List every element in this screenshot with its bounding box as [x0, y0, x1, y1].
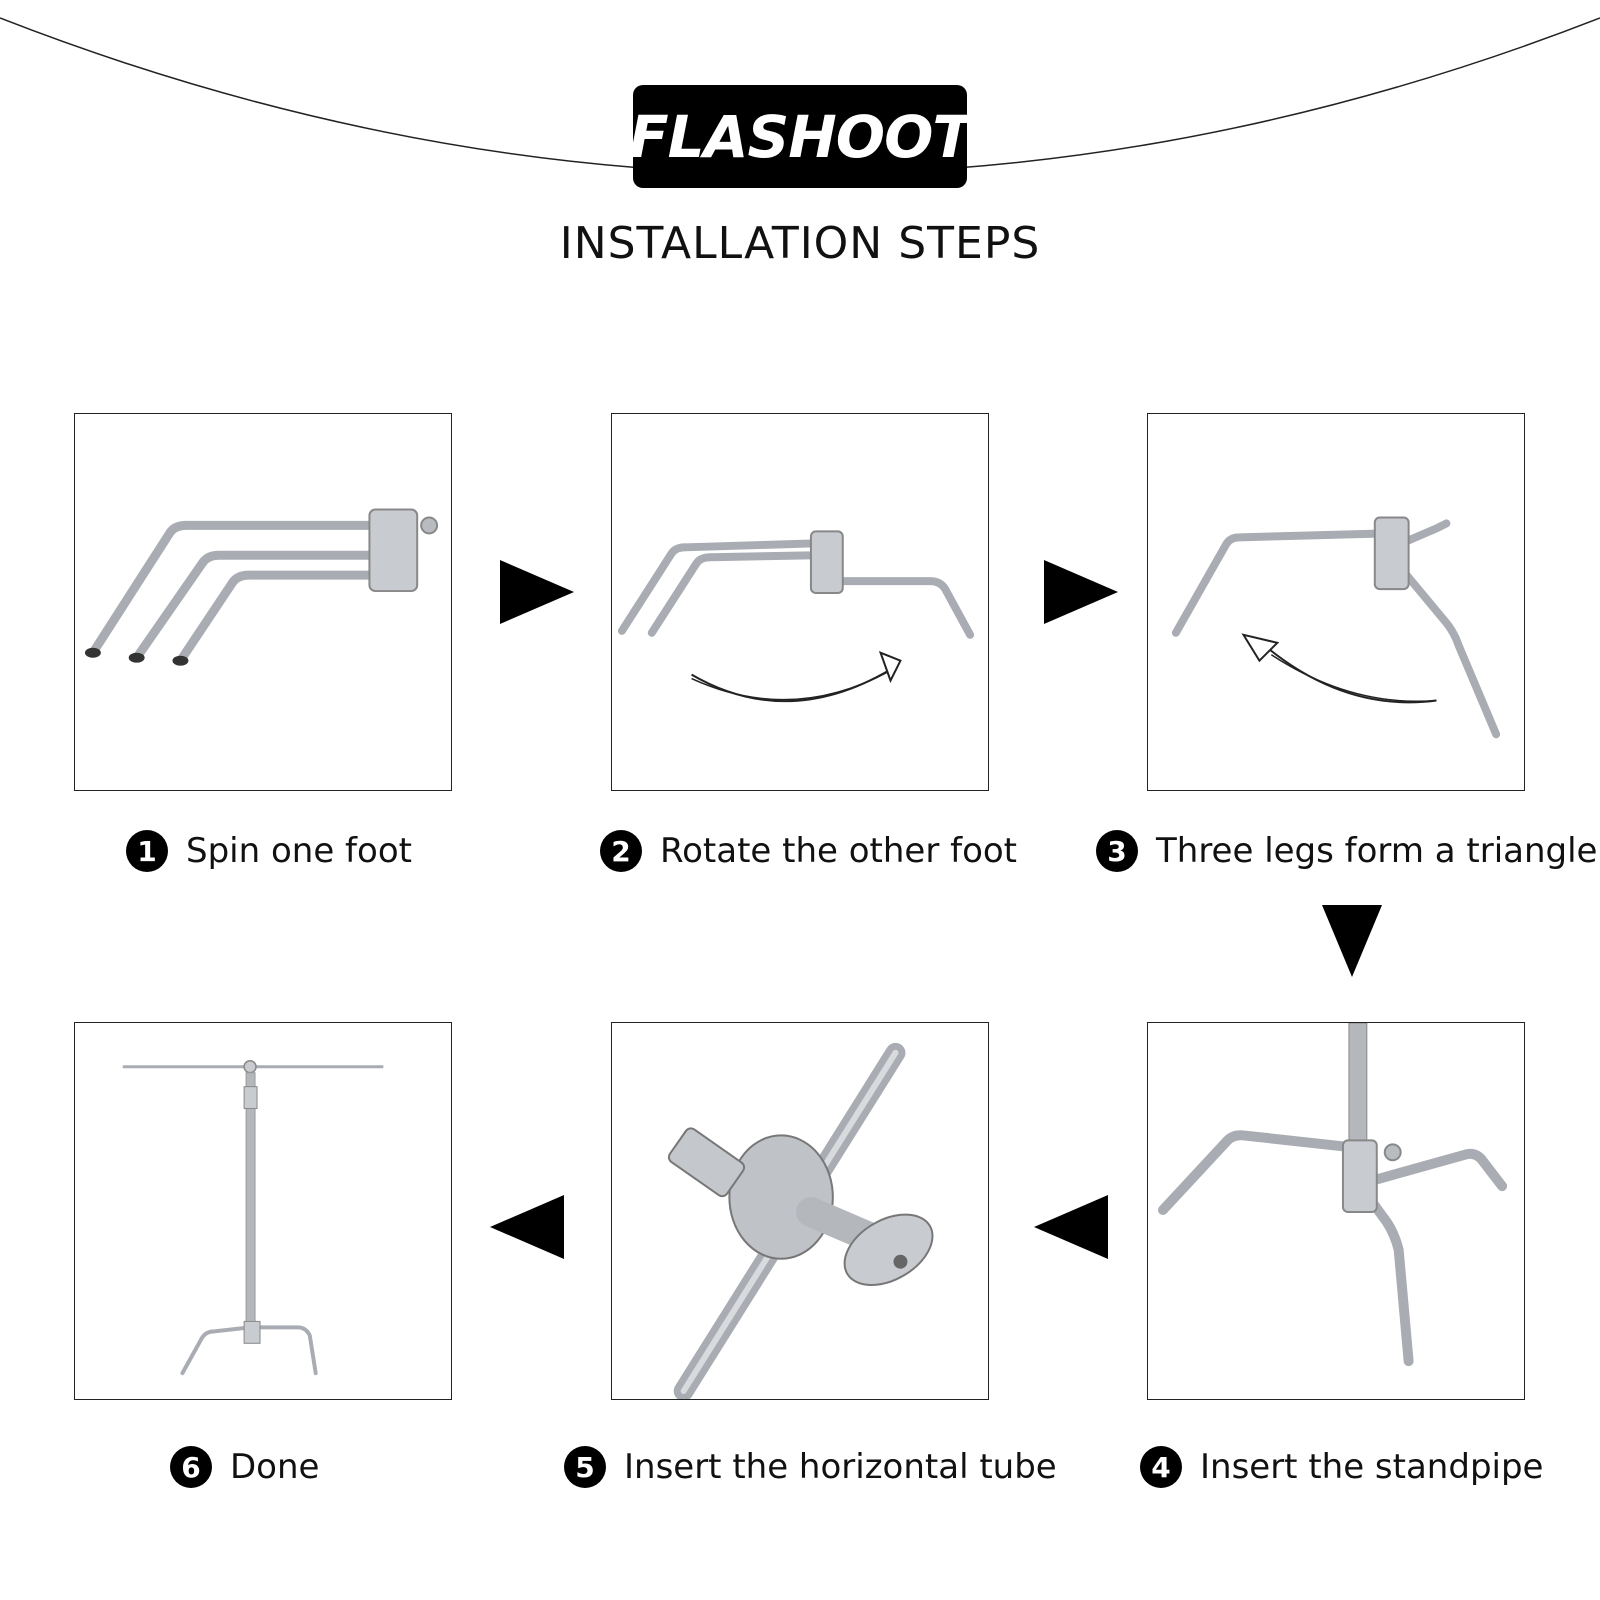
next-arrow-3: [1034, 1195, 1108, 1259]
next-arrow-1: [500, 560, 574, 624]
step-4-caption: 4 Insert the standpipe: [1140, 1446, 1543, 1488]
step-label: Three legs form a triangle: [1156, 831, 1598, 871]
step-6-image: [74, 1022, 452, 1400]
step-label: Spin one foot: [186, 831, 412, 871]
step-5-image: [611, 1022, 989, 1400]
step-number-badge: 1: [126, 830, 168, 872]
step-number-badge: 6: [170, 1446, 212, 1488]
step-number-badge: 2: [600, 830, 642, 872]
step-label: Done: [230, 1447, 320, 1487]
step-5-caption: 5 Insert the horizontal tube: [564, 1446, 1057, 1488]
brand-logo-text: FLASHOOT: [629, 102, 972, 171]
step-2-image: [611, 413, 989, 791]
step-2-caption: 2 Rotate the other foot: [600, 830, 1017, 872]
step-4-image: [1147, 1022, 1525, 1400]
step-3-caption: 3 Three legs form a triangle: [1096, 830, 1597, 872]
step-label: Rotate the other foot: [660, 831, 1018, 871]
step-1-caption: 1 Spin one foot: [126, 830, 412, 872]
step-number-badge: 3: [1096, 830, 1138, 872]
step-number-badge: 4: [1140, 1446, 1182, 1488]
next-arrow-4: [490, 1195, 564, 1259]
step-3-image: [1147, 413, 1525, 791]
step-6-caption: 6 Done: [170, 1446, 319, 1488]
step-label: Insert the standpipe: [1200, 1447, 1544, 1487]
page-heading: INSTALLATION STEPS: [559, 218, 1041, 269]
step-1-image: [74, 413, 452, 791]
next-arrow-down: [1322, 905, 1382, 977]
next-arrow-2: [1044, 560, 1118, 624]
brand-logo: FLASHOOT: [629, 85, 972, 188]
step-number-badge: 5: [564, 1446, 606, 1488]
step-label: Insert the horizontal tube: [624, 1447, 1057, 1487]
